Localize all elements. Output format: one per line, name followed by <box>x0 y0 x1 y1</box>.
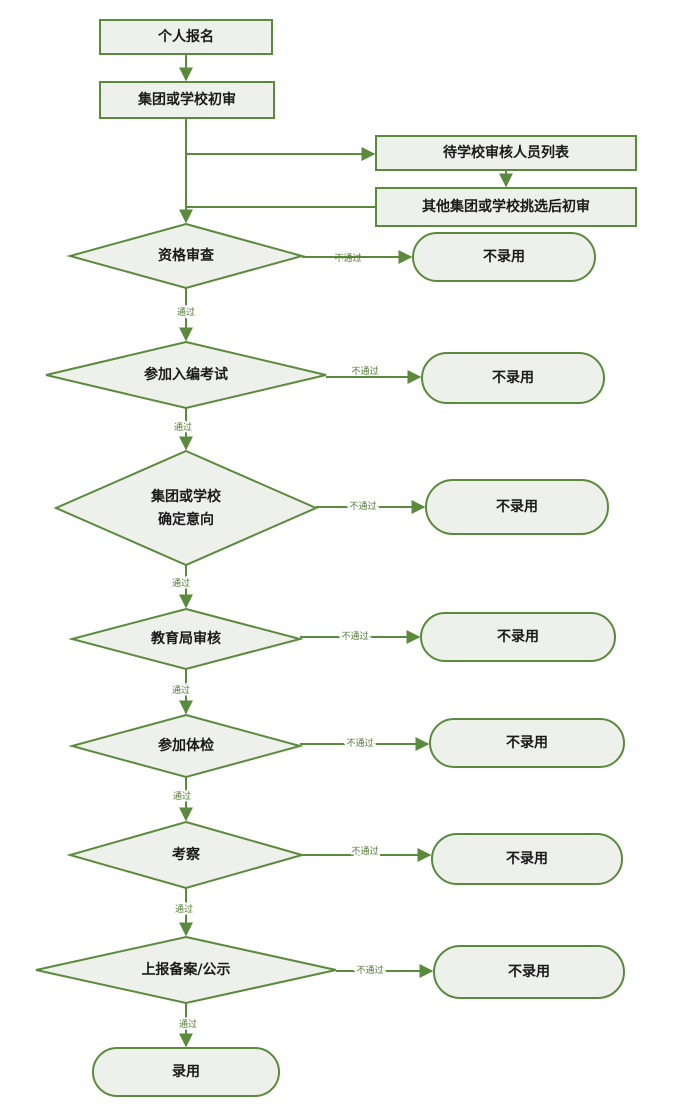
waitlist-box <box>375 135 637 171</box>
hire-label: 录用 <box>172 1064 200 1080</box>
prelim-box <box>99 81 275 119</box>
intent-pass-label: 通过 <box>172 577 190 589</box>
apply-box <box>99 19 273 55</box>
reject-6 <box>431 833 623 885</box>
hire-box <box>92 1047 280 1097</box>
reject-1-label: 不录用 <box>483 249 525 265</box>
physical-label: 参加体检 <box>158 737 214 754</box>
decision-intent <box>53 449 319 567</box>
reject-5 <box>429 718 625 768</box>
bureau-label: 教育局审核 <box>151 630 221 647</box>
prelim-label: 集团或学校初审 <box>137 91 236 108</box>
qual-label: 资格审查 <box>158 247 215 264</box>
waitlist-label: 待学校审核人员列表 <box>443 144 570 161</box>
reject-1 <box>412 232 596 282</box>
inspect-label: 考察 <box>172 846 201 863</box>
exam-label: 参加入编考试 <box>144 366 228 383</box>
qual-pass-label: 通过 <box>177 306 195 318</box>
physical-fail-label: 不通过 <box>346 737 373 749</box>
reject-2-label: 不录用 <box>492 370 534 386</box>
reject-3-label: 不录用 <box>496 499 538 515</box>
exam-fail-label: 不通过 <box>351 365 378 377</box>
other-prelim-label: 其他集团或学校挑选后初审 <box>422 198 590 215</box>
report-fail-label: 不通过 <box>356 964 383 976</box>
reject-4 <box>420 612 616 662</box>
intent-label-2: 确定意向 <box>158 511 214 528</box>
apply-label: 个人报名 <box>157 28 214 45</box>
intent-fail-label: 不通过 <box>349 500 376 512</box>
report-pass-label: 通过 <box>179 1018 197 1030</box>
inspect-fail-label: 不通过 <box>351 845 378 857</box>
reject-7-label: 不录用 <box>508 964 550 980</box>
inspect-pass-label: 通过 <box>175 903 193 915</box>
bureau-fail-label: 不通过 <box>341 630 368 642</box>
reject-6-label: 不录用 <box>506 851 548 867</box>
reject-2 <box>421 352 605 404</box>
report-label: 上报备案/公示 <box>141 961 230 978</box>
physical-pass-label: 通过 <box>173 790 191 802</box>
reject-3 <box>425 479 609 535</box>
qual-fail-label: 不通过 <box>334 252 361 264</box>
exam-pass-label: 通过 <box>174 421 192 433</box>
bureau-pass-label: 通过 <box>172 684 190 696</box>
reject-5-label: 不录用 <box>506 735 548 751</box>
reject-4-label: 不录用 <box>497 629 539 645</box>
intent-label-1: 集团或学校 <box>150 488 222 505</box>
reject-7 <box>433 945 625 999</box>
